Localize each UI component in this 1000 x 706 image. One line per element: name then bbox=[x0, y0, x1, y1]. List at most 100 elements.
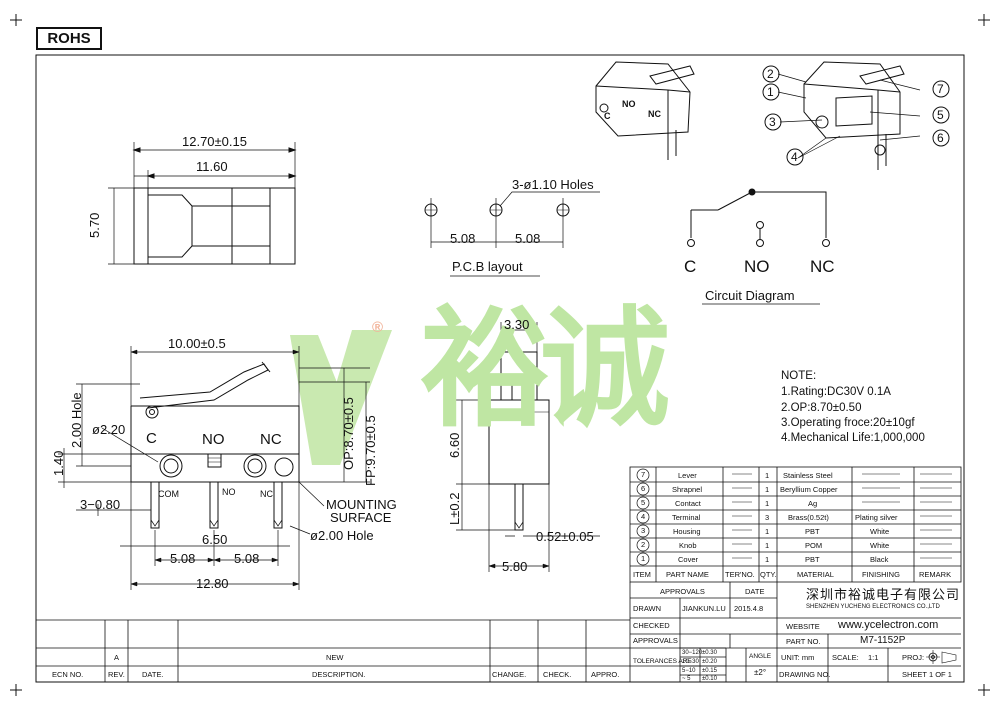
bom-row-item: 7 bbox=[641, 470, 646, 479]
tb-scale-val: 1:1 bbox=[868, 653, 879, 662]
front-hole-label: 2.00 Hole bbox=[69, 392, 84, 448]
tb-tol-val: ±0.20 bbox=[702, 659, 717, 665]
title-block-grid bbox=[36, 582, 961, 683]
bom-row-item: 6 bbox=[641, 484, 646, 493]
callout-1: 1 bbox=[767, 85, 774, 99]
front-nc-label: NC bbox=[260, 431, 282, 448]
rohs-badge: ROHS bbox=[36, 27, 102, 50]
bom-row-name: Shrapnel bbox=[672, 485, 703, 494]
watermark-text: 裕诚 bbox=[420, 296, 670, 442]
tb-unit: UNIT: mm bbox=[781, 653, 815, 662]
pcb-holes-note: 3-ø1.10 Holes bbox=[512, 177, 594, 192]
bom-header-part-name: PART NAME bbox=[666, 570, 709, 579]
iso-view-1 bbox=[595, 61, 695, 160]
tb-company-en: SHENZHEN YUCHENG ELECTRONICS CO.,LTD bbox=[806, 604, 940, 610]
bom-grid bbox=[629, 466, 962, 583]
bom-header-remark: REMARK bbox=[919, 570, 952, 579]
tb-tol-range: 5−10 bbox=[682, 668, 696, 674]
bom-row-item: 1 bbox=[641, 554, 646, 563]
iso-no-label: NO bbox=[622, 99, 636, 109]
front-length: 10.00±0.5 bbox=[168, 336, 226, 351]
pcb-pitch-2: 5.08 bbox=[515, 231, 541, 246]
front-dim-140: 1.40 bbox=[51, 450, 66, 476]
callout-4: 4 bbox=[791, 150, 798, 164]
front-fp: FP:9.70±0.5 bbox=[363, 415, 378, 486]
bom-header-qty: QTY. bbox=[760, 570, 777, 579]
notes-line-4: 4.Mechanical Life:1,000,000 bbox=[781, 432, 925, 444]
bom-row-name: Knob bbox=[679, 541, 697, 550]
front-op: OP:8.70±0.5 bbox=[341, 397, 356, 470]
callout-2: 2 bbox=[767, 67, 774, 81]
bom-row-name: Contact bbox=[675, 499, 701, 508]
front-no-small: NO bbox=[222, 487, 236, 497]
side-pin: 0.52±0.05 bbox=[536, 529, 594, 544]
tb-part-no: M7-1152P bbox=[860, 635, 906, 646]
front-dim-3-080: 3−0.80 bbox=[80, 497, 121, 512]
bom-row-finishing: Plating silver bbox=[855, 513, 898, 522]
iso-nc-label: NC bbox=[648, 109, 661, 119]
bom-row-material: Beryllium Copper bbox=[780, 485, 838, 494]
bom-row-qty: 1 bbox=[765, 541, 770, 550]
top-view-inner-width: 11.60 bbox=[196, 159, 228, 174]
bom-row-name: Housing bbox=[673, 527, 701, 536]
tb-tol-val: ±0.30 bbox=[702, 650, 717, 656]
pcb-layout bbox=[424, 191, 600, 277]
bom-header-finishing: FINISHING bbox=[862, 570, 900, 579]
rev-new: NEW bbox=[326, 653, 344, 662]
circuit-title: Circuit Diagram bbox=[705, 288, 795, 303]
tb-tol-range: ~ 5 bbox=[682, 676, 691, 682]
bom-row-material: Ag bbox=[808, 499, 818, 508]
bom-header-ter-no: TER'NO. bbox=[725, 570, 755, 579]
tb-angle-val: ±2° bbox=[754, 668, 767, 677]
bom-row-qty: 1 bbox=[765, 471, 770, 480]
watermark-logo bbox=[290, 330, 392, 465]
side-height: 6.60 bbox=[447, 432, 462, 458]
rev-a: A bbox=[114, 653, 120, 662]
rev-ecn: ECN NO. bbox=[52, 670, 84, 679]
front-dim-650: 6.50 bbox=[202, 532, 228, 547]
tb-website: www.ycelectron.com bbox=[838, 619, 939, 631]
front-hole-200: ø2.00 Hole bbox=[310, 528, 374, 543]
front-view bbox=[58, 346, 370, 590]
bom-row-material: POM bbox=[805, 541, 823, 550]
bom-row-qty: 3 bbox=[765, 513, 770, 522]
bom-row-name: Lever bbox=[678, 471, 697, 480]
notes-line-2: 2.OP:8.70±0.50 bbox=[781, 402, 862, 414]
rev-appro: APPRO. bbox=[591, 670, 620, 679]
bom-row-item: 3 bbox=[641, 526, 646, 535]
tb-tol-val: ±0.15 bbox=[702, 668, 717, 674]
bom-row-item: 2 bbox=[641, 540, 646, 549]
rev-change: CHANGE. bbox=[492, 670, 527, 679]
tb-website-label: WEBSITE bbox=[786, 622, 820, 631]
bom-row-finishing: White bbox=[870, 527, 890, 536]
top-view-overall-width: 12.70±0.15 bbox=[182, 134, 247, 149]
rev-check: CHECK. bbox=[543, 670, 572, 679]
bom-header-item: ITEM bbox=[633, 570, 651, 579]
front-mounting: MOUNTING bbox=[326, 497, 397, 512]
bom-row-item: 5 bbox=[641, 498, 646, 507]
iso-c-label: C bbox=[604, 111, 611, 121]
front-c-label: C bbox=[146, 430, 157, 447]
callout-5: 5 bbox=[937, 108, 944, 122]
rev-rev: REV. bbox=[108, 670, 125, 679]
bom-row-name: Terminal bbox=[672, 513, 701, 522]
notes-line-1: 1.Rating:DC30V 0.1A bbox=[781, 386, 891, 398]
front-pitch-b: 5.08 bbox=[234, 551, 260, 566]
front-no-label: NO bbox=[202, 431, 225, 448]
tb-approvals-2: APPROVALS bbox=[633, 636, 678, 645]
tb-part-label: PART NO. bbox=[786, 637, 821, 646]
rev-description: DESCRIPTION. bbox=[312, 670, 366, 679]
tb-tol-val: ±0.10 bbox=[702, 676, 717, 682]
tb-angle: ANGLE bbox=[749, 653, 772, 660]
callout-3: 3 bbox=[769, 115, 776, 129]
bom-row-material: Brass(0.52t) bbox=[788, 513, 829, 522]
front-com-label: COM bbox=[158, 489, 179, 499]
iso-view-2 bbox=[762, 61, 950, 170]
notes-title: NOTE: bbox=[781, 370, 817, 382]
bom-row-name: Cover bbox=[678, 555, 699, 564]
bom-row-qty: 1 bbox=[765, 555, 770, 564]
side-width-top: 3.30 bbox=[504, 317, 530, 332]
circuit-c-label: C bbox=[684, 257, 697, 276]
bom-row-material: PBT bbox=[805, 527, 820, 536]
